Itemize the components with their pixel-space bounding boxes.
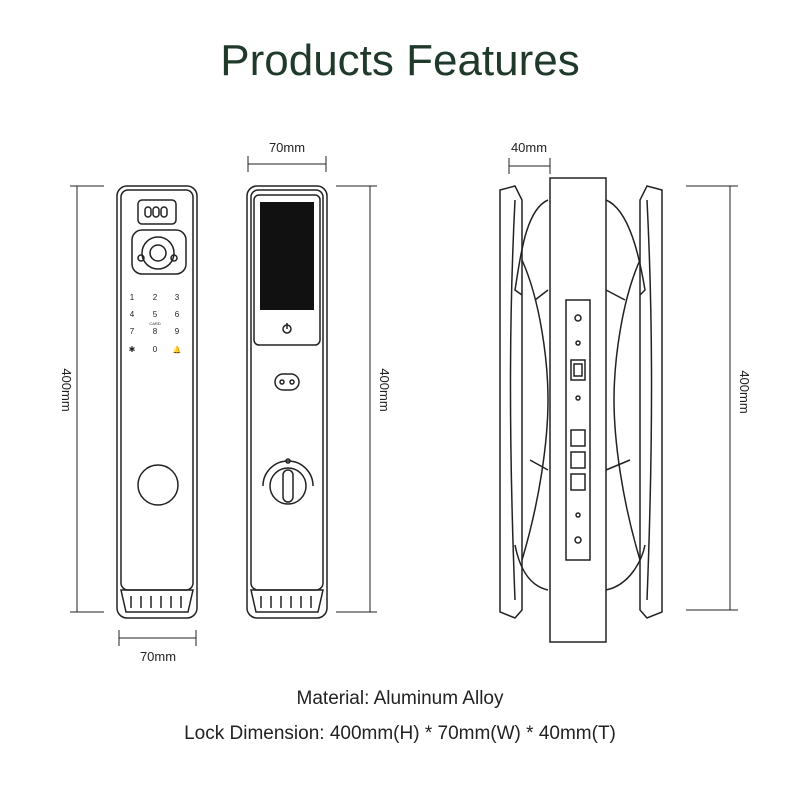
page-title: Products Features	[220, 36, 580, 85]
back-view	[246, 185, 328, 619]
key-7[interactable]: 7	[130, 327, 135, 336]
fingerprint-reader[interactable]	[137, 464, 179, 506]
thumb-turn-knob[interactable]	[269, 467, 307, 505]
key-3[interactable]: 3	[175, 293, 180, 302]
key-0[interactable]: 0	[153, 345, 158, 354]
material-spec: Material: Aluminum Alloy	[296, 688, 504, 709]
side-thickness-label: 40mm	[511, 140, 547, 155]
lock-dimension-spec: Lock Dimension: 400mm(H) * 70mm(W) * 40m…	[184, 723, 616, 744]
back-height-label: 400mm	[377, 368, 392, 411]
side-height-label: 400mm	[737, 370, 752, 413]
back-outer-body	[246, 185, 328, 619]
front-outer-body	[116, 185, 198, 619]
mechanical-key-cover	[274, 373, 300, 391]
camera-lens-icon	[141, 236, 175, 270]
side-right-plate	[639, 185, 663, 619]
key-star[interactable]: ✱	[129, 345, 136, 354]
front-width-label: 70mm	[140, 649, 176, 664]
display-screen	[260, 202, 314, 310]
side-view	[499, 177, 663, 643]
front-sensor-window	[137, 199, 177, 225]
side-left-plate	[499, 185, 523, 619]
key-8[interactable]: 8	[153, 327, 158, 336]
key-9[interactable]: 9	[175, 327, 180, 336]
key-6[interactable]: 6	[175, 310, 180, 319]
doorbell-icon[interactable]: 🔔	[173, 345, 182, 354]
front-view: 1 2 3 4 5 6 CARD 7 8 9 ✱ 0 🔔	[116, 185, 198, 619]
side-thickness-dimension	[508, 158, 551, 174]
side-height-dimension	[686, 185, 738, 611]
door-cross-section	[549, 177, 607, 643]
key-2[interactable]: 2	[153, 293, 158, 302]
keypad: 1 2 3 4 5 6 CARD 7 8 9 ✱ 0 🔔	[129, 293, 182, 354]
front-base-grip	[120, 589, 194, 613]
mortise-faceplate	[565, 299, 591, 561]
back-width-label: 70mm	[269, 140, 305, 155]
screen-frame	[253, 194, 321, 346]
key-4[interactable]: 4	[130, 310, 135, 319]
back-height-dimension	[336, 185, 377, 613]
key-1[interactable]: 1	[130, 293, 135, 302]
card-label: CARD	[149, 321, 160, 326]
back-width-dimension	[247, 156, 327, 172]
thumb-turn-arc	[262, 460, 314, 487]
front-height-label: 400mm	[59, 368, 74, 411]
key-5[interactable]: 5	[153, 310, 158, 319]
front-width-dimension	[118, 630, 197, 646]
camera-module	[131, 229, 187, 275]
front-height-dimension	[70, 185, 104, 613]
back-base-grip	[250, 589, 324, 613]
